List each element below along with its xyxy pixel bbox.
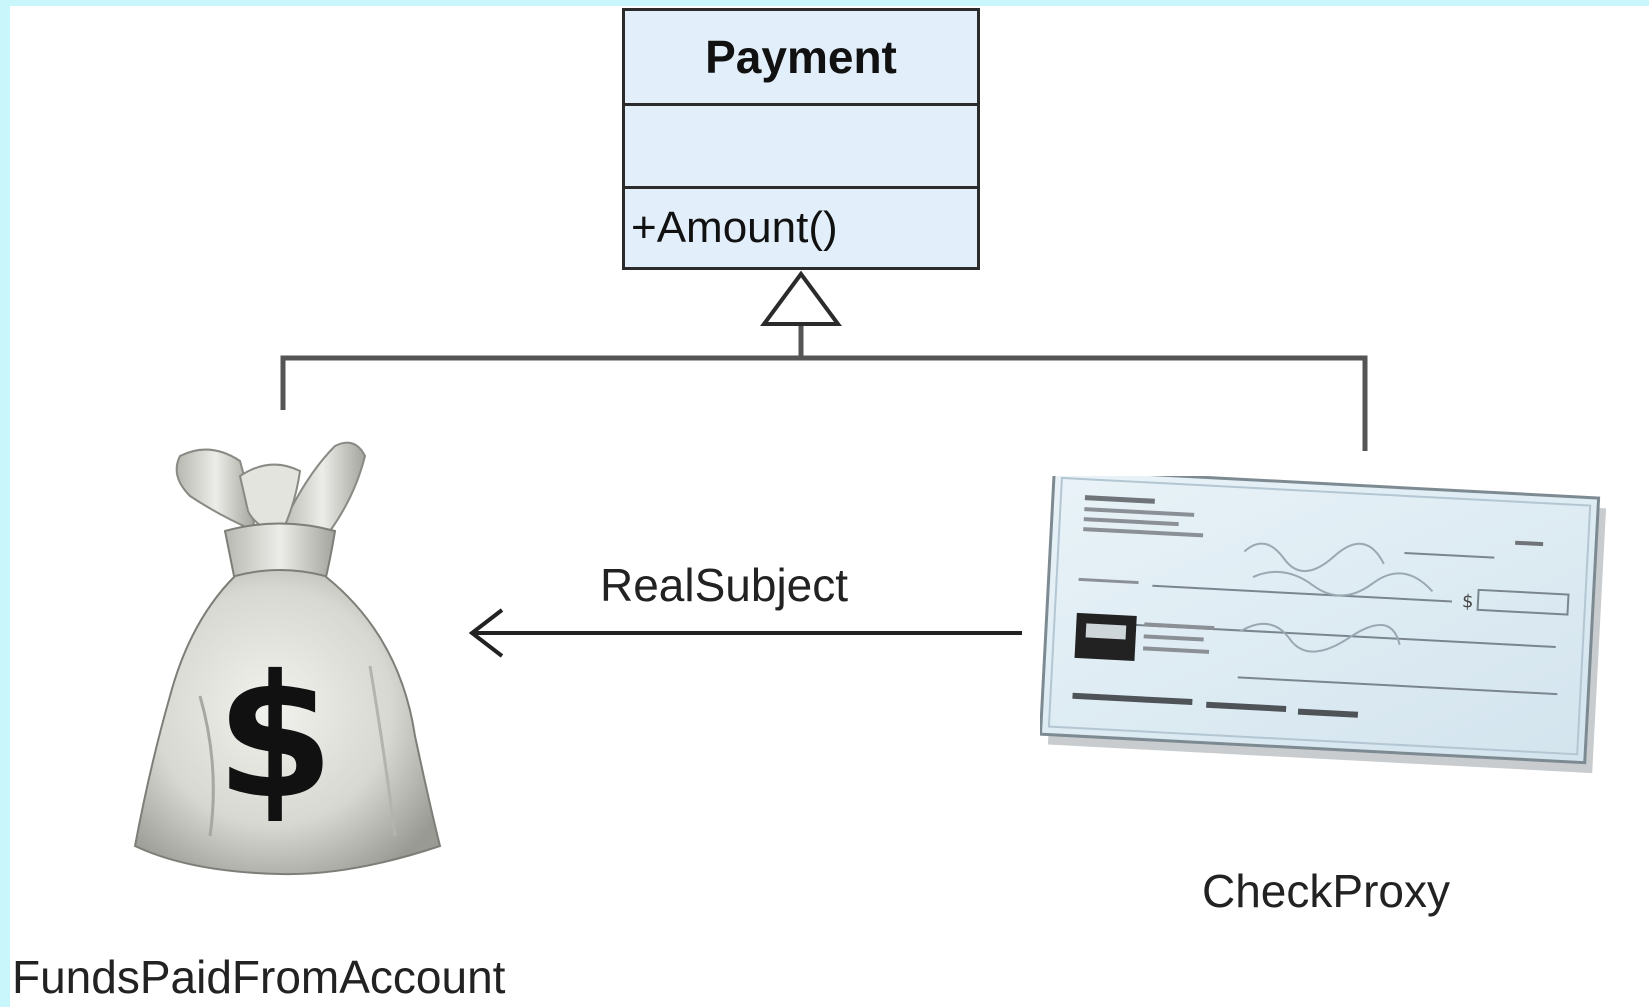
uml-class-payment: Payment +Amount() xyxy=(622,8,980,270)
uml-class-name: Payment xyxy=(625,11,977,106)
money-bag-icon: $ xyxy=(133,441,442,876)
association-label: RealSubject xyxy=(600,559,849,611)
association-arrowhead xyxy=(468,608,504,658)
diagram-canvas: Payment +Amount() RealSubject xyxy=(10,6,1649,1007)
svg-text:$: $ xyxy=(1461,591,1474,613)
dollar-sign: $ xyxy=(216,639,334,837)
inheritance-line xyxy=(280,355,1368,451)
funds-paid-label: FundsPaidFromAccount xyxy=(12,951,506,1003)
uml-class-attributes xyxy=(625,106,977,189)
check-proxy-label: CheckProxy xyxy=(1202,865,1450,917)
generalization-arrowhead xyxy=(760,270,842,326)
connector-layer xyxy=(280,270,1368,658)
bank-check-icon: $ xyxy=(1040,476,1607,774)
uml-class-operation: +Amount() xyxy=(631,203,838,252)
